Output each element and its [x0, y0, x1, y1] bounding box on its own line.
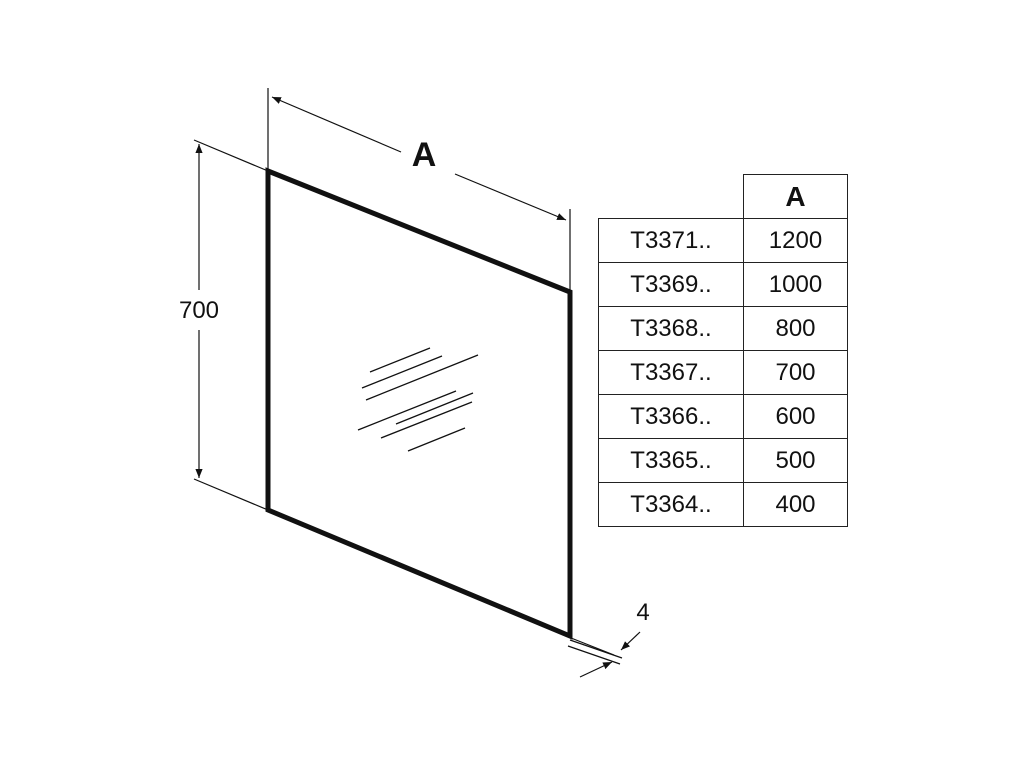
product-code: T3364..	[598, 482, 744, 527]
product-code: T3371..	[598, 218, 744, 263]
width-dimension-label: A	[412, 136, 437, 174]
table-row: T3364.. 400	[598, 482, 848, 527]
product-code: T3366..	[598, 394, 744, 439]
table-row: T3367.. 700	[598, 350, 848, 395]
product-code: T3365..	[598, 438, 744, 483]
size-table-header-row: A	[598, 174, 848, 219]
height-dimension	[193, 139, 269, 511]
height-dimension-label: 700	[179, 297, 219, 324]
glass-reflection-lines	[357, 347, 479, 452]
table-row: T3368.. 800	[598, 306, 848, 351]
mirror-panel	[265, 167, 573, 640]
product-code: T3368..	[598, 306, 744, 351]
width-value: 700	[743, 350, 848, 395]
width-value: 400	[743, 482, 848, 527]
width-value: 800	[743, 306, 848, 351]
width-value: 500	[743, 438, 848, 483]
table-row: T3371.. 1200	[598, 218, 848, 263]
table-row: T3366.. 600	[598, 394, 848, 439]
product-code: T3367..	[598, 350, 744, 395]
width-value: 1200	[743, 218, 848, 263]
size-table: A T3371.. 1200 T3369.. 1000 T3368.. 800 …	[598, 174, 848, 527]
product-code: T3369..	[598, 262, 744, 307]
size-table-a-header: A	[743, 174, 848, 219]
width-dimension	[267, 88, 571, 292]
table-row: T3365.. 500	[598, 438, 848, 483]
depth-dimension-label: 4	[636, 599, 649, 626]
table-row: T3369.. 1000	[598, 262, 848, 307]
width-value: 1000	[743, 262, 848, 307]
depth-dimension	[567, 631, 641, 678]
size-table-corner	[598, 174, 744, 219]
width-value: 600	[743, 394, 848, 439]
